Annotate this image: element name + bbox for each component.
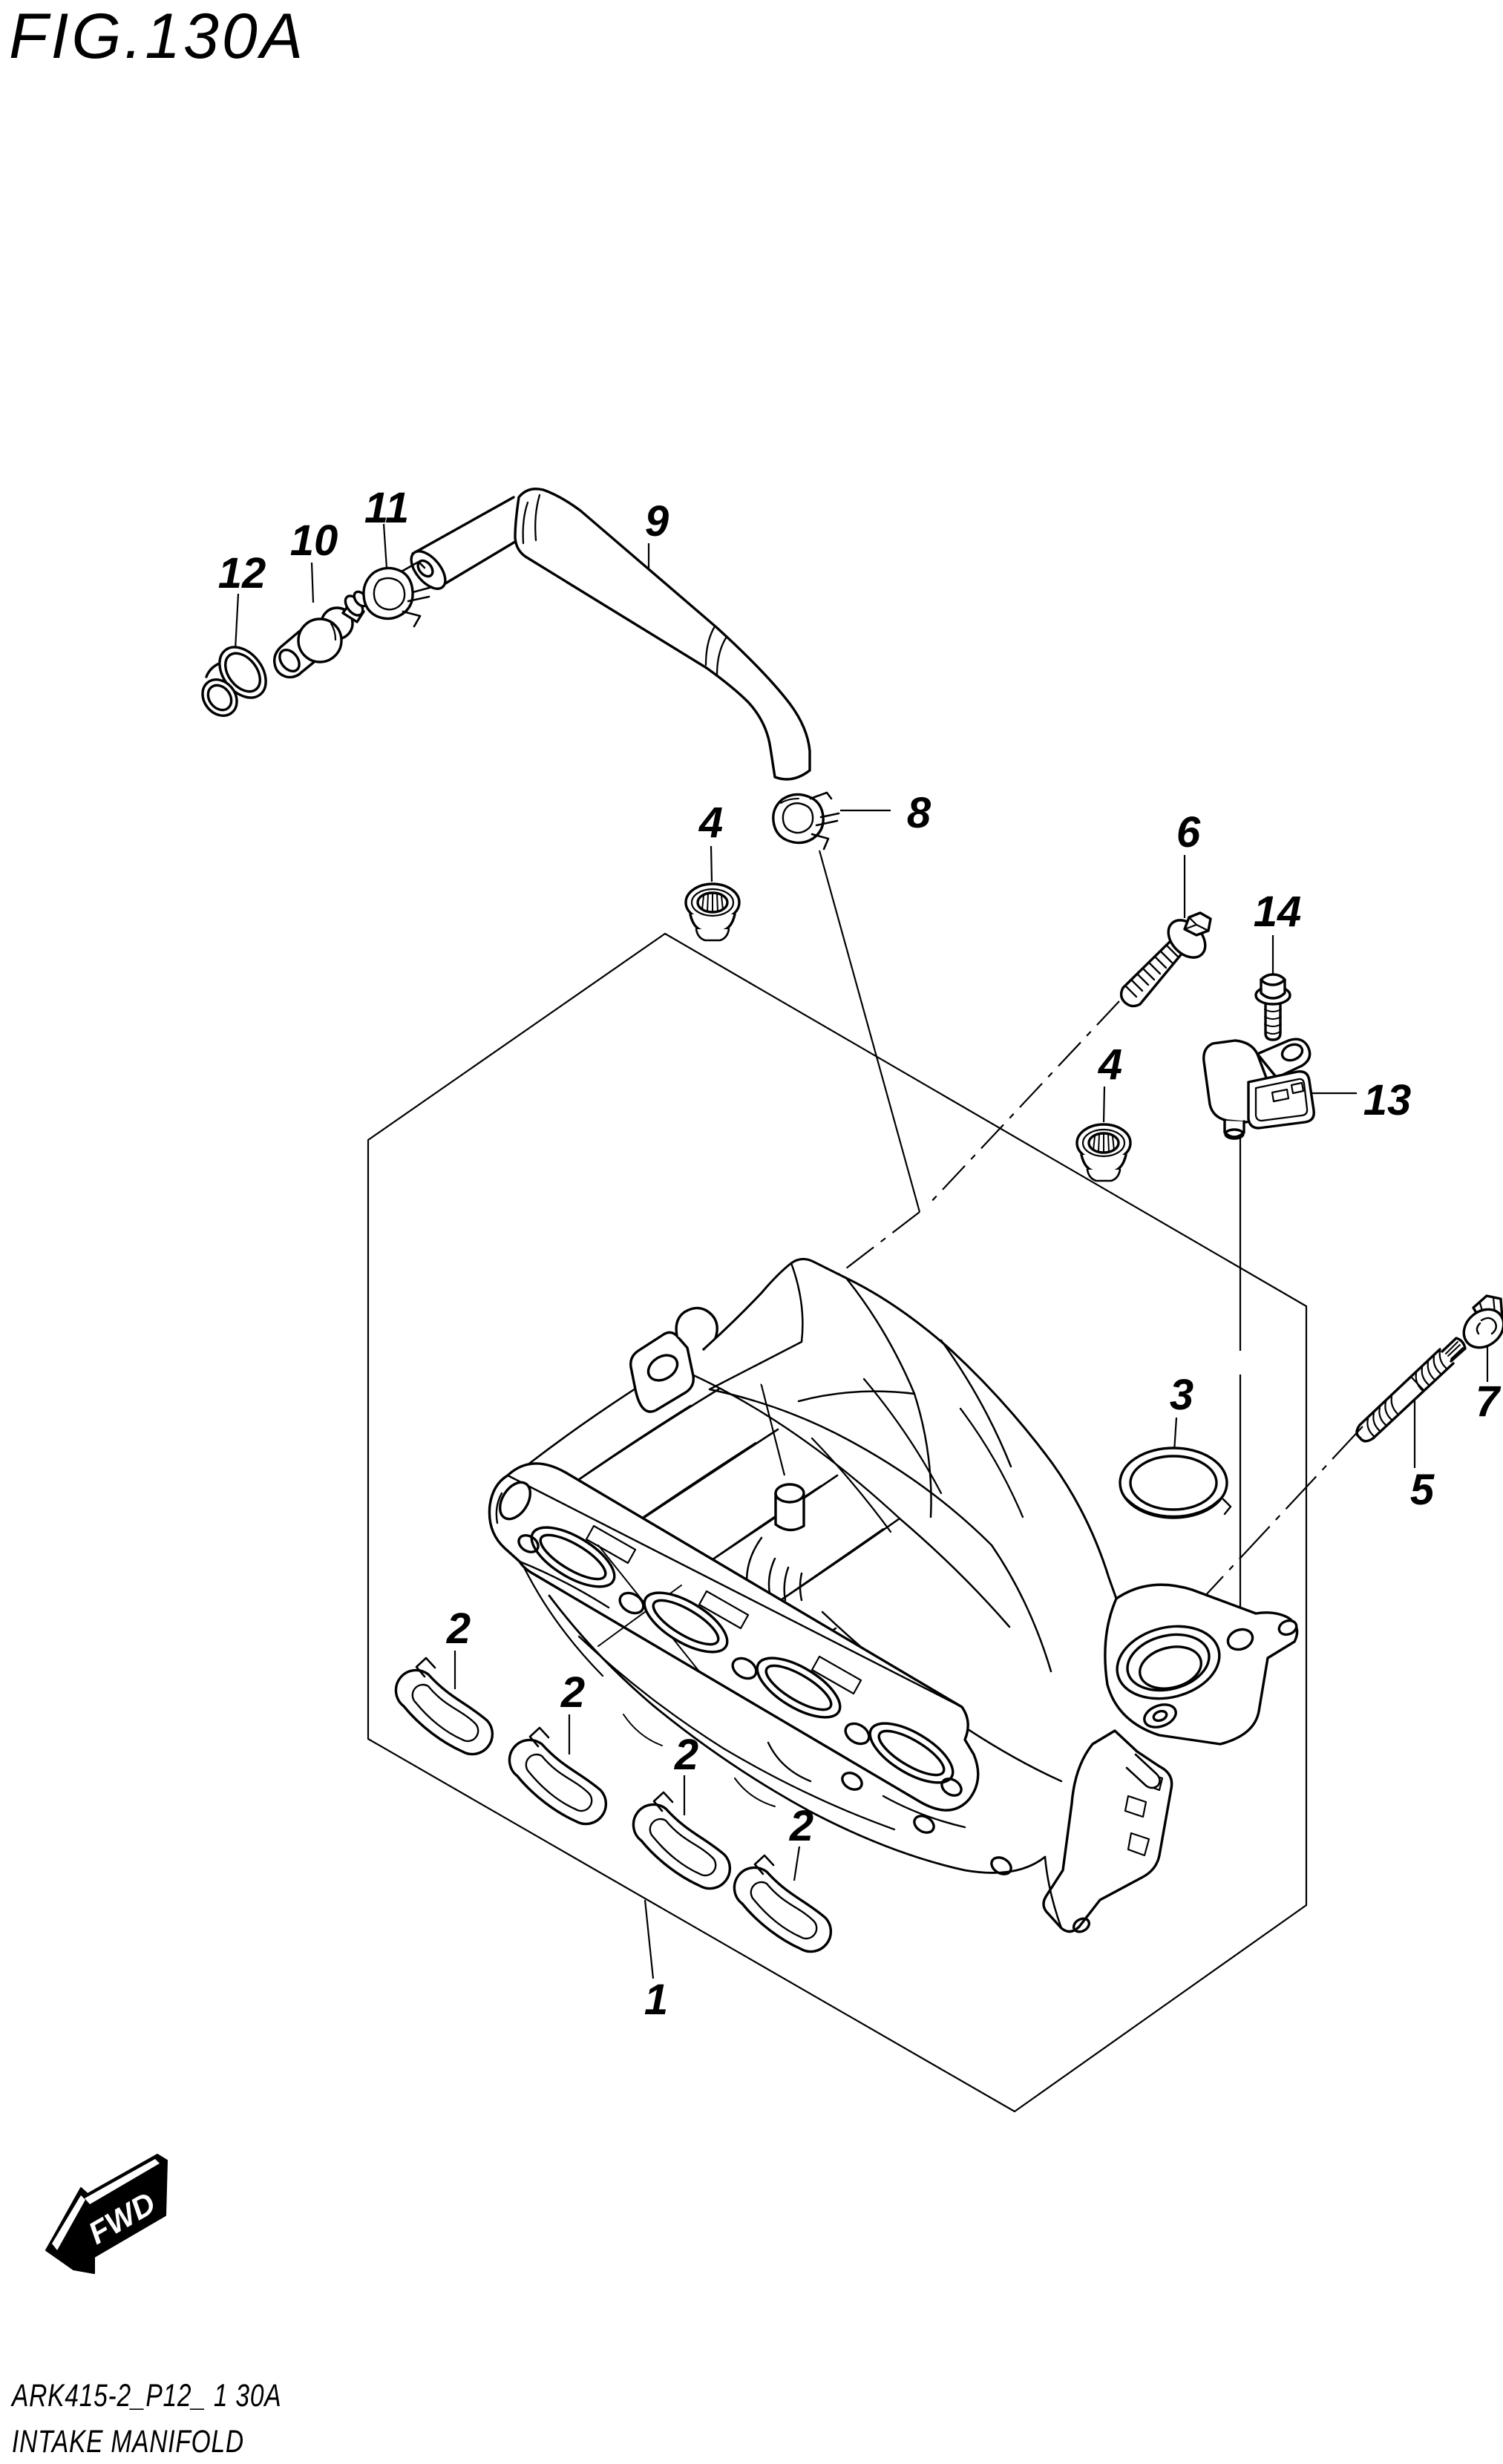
svg-text:3: 3 (1170, 1371, 1193, 1419)
svg-text:13: 13 (1363, 1076, 1412, 1124)
svg-text:9: 9 (645, 497, 669, 545)
svg-text:7: 7 (1476, 1377, 1502, 1426)
svg-text:1: 1 (644, 1976, 668, 2024)
svg-text:2: 2 (446, 1605, 471, 1653)
svg-text:10: 10 (290, 517, 338, 565)
svg-text:8: 8 (907, 789, 931, 837)
svg-text:INTAKE MANIFOLD: INTAKE MANIFOLD (12, 2424, 244, 2460)
svg-text:FIG.130A: FIG.130A (9, 1, 306, 72)
svg-text:2: 2 (789, 1802, 813, 1850)
svg-text:14: 14 (1254, 888, 1302, 936)
svg-text:5: 5 (1410, 1466, 1435, 1514)
svg-text:2: 2 (560, 1668, 585, 1717)
svg-text:6: 6 (1176, 808, 1201, 856)
svg-text:4: 4 (1098, 1041, 1122, 1089)
svg-text:ARK415-2_P12_ 1 30A: ARK415-2_P12_ 1 30A (10, 2378, 281, 2414)
svg-text:11: 11 (364, 484, 409, 532)
svg-text:12: 12 (218, 549, 266, 597)
svg-text:4: 4 (698, 799, 723, 847)
